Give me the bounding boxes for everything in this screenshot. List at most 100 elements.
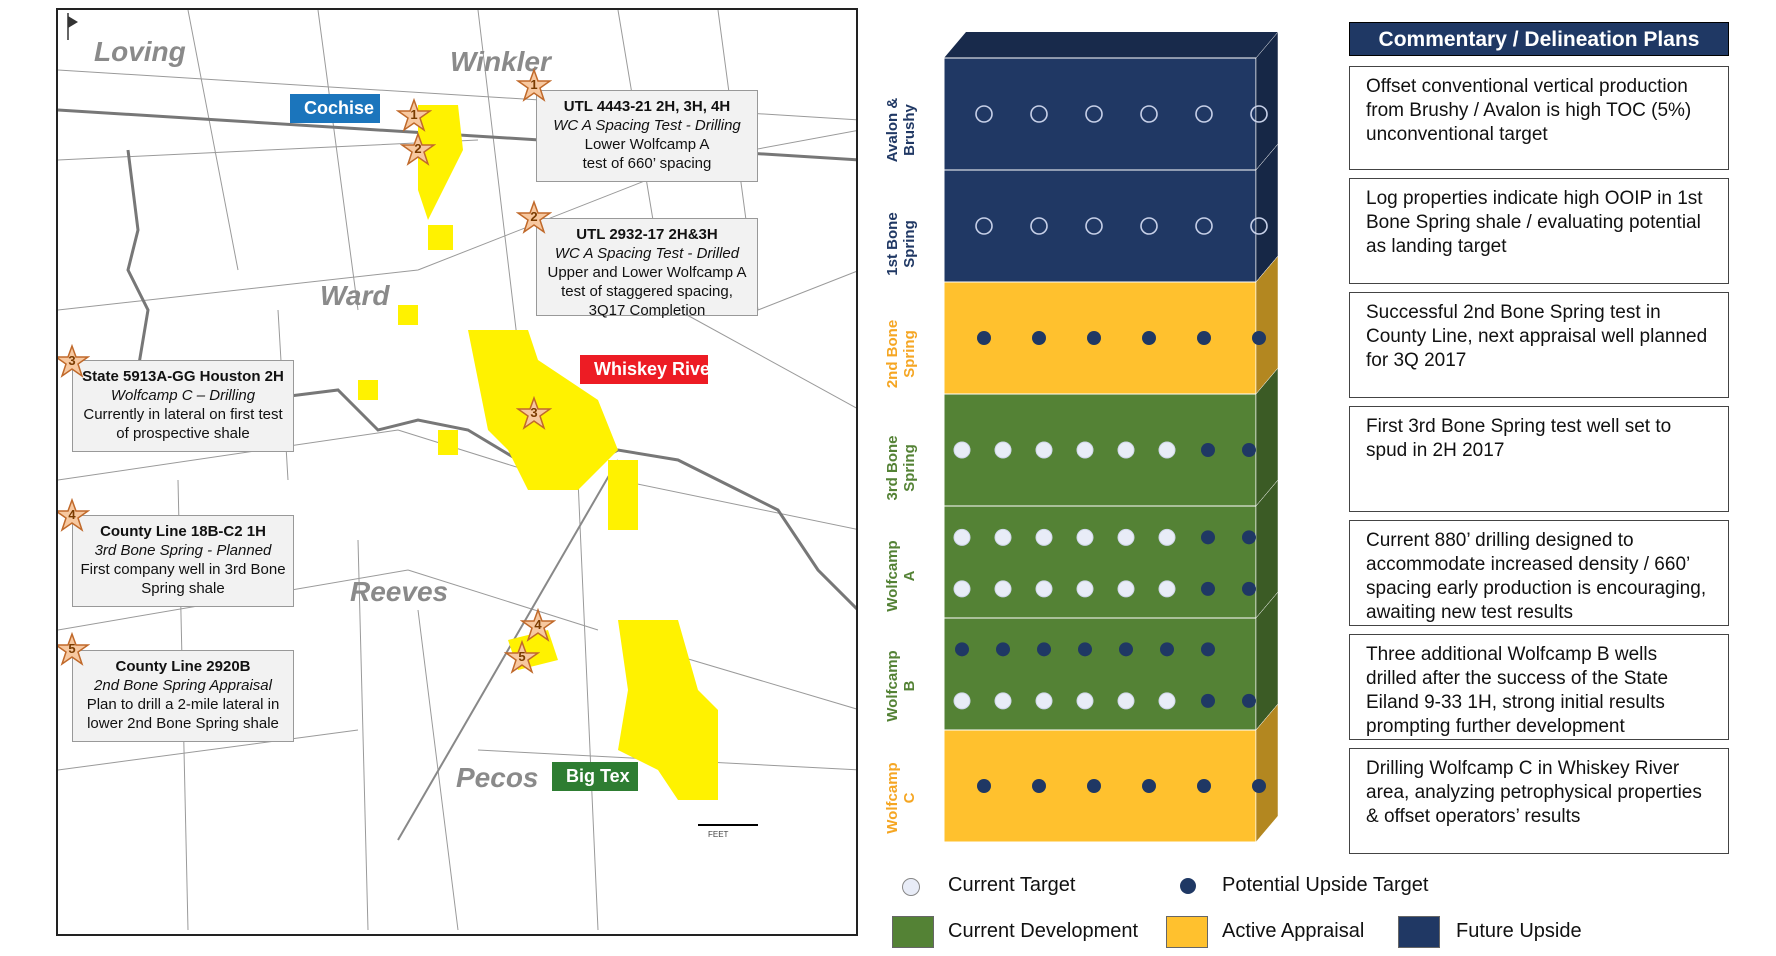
current-target-dot xyxy=(994,441,1012,459)
star-icon xyxy=(58,631,91,666)
upside-target-dot xyxy=(1201,693,1215,708)
upside-target-dot xyxy=(977,779,991,793)
upside-target-dot xyxy=(1242,530,1256,545)
zone-block-wca xyxy=(943,505,1257,619)
acreage-map: FEET Loving Winkler Ward Reeves Pecos Co… xyxy=(56,8,858,936)
stratigraphic-column xyxy=(943,31,1279,843)
star-icon xyxy=(58,343,91,378)
upside-target-dot xyxy=(955,642,969,657)
current-target-dot xyxy=(1117,441,1135,459)
legend-future-upside-swatch xyxy=(1398,916,1440,948)
current-target-dot xyxy=(1035,692,1053,710)
current-target-dot xyxy=(1250,105,1268,123)
current-target-dot xyxy=(1158,580,1176,598)
commentary-wcc: Drilling Wolfcamp C in Whiskey River are… xyxy=(1349,748,1729,854)
current-target-dot xyxy=(1117,692,1135,710)
upside-target-dot xyxy=(1087,331,1101,345)
commentary-bone1: Log properties indicate high OOIP in 1st… xyxy=(1349,178,1729,284)
current-target-dot xyxy=(1035,528,1053,546)
upside-target-dot xyxy=(996,642,1010,657)
current-target-dot xyxy=(1035,580,1053,598)
star-icon xyxy=(399,131,437,166)
upside-target-dot xyxy=(1032,331,1046,345)
county-ward: Ward xyxy=(320,280,390,311)
legend-active-appraisal: Active Appraisal xyxy=(1222,920,1365,942)
callout-county-line-2920b: County Line 2920B 2nd Bone Spring Apprai… xyxy=(72,650,294,742)
current-target-dot xyxy=(953,528,971,546)
star-icon xyxy=(395,97,433,132)
current-target-dot xyxy=(1117,528,1135,546)
upside-target-dot xyxy=(1201,530,1215,545)
upside-target-dot xyxy=(1201,581,1215,596)
area-label-big-tex: Big Tex xyxy=(552,762,638,791)
current-target-dot xyxy=(975,105,993,123)
upside-target-dot xyxy=(1142,779,1156,793)
current-target-dot xyxy=(953,580,971,598)
pecos-river xyxy=(126,149,856,611)
current-target-dot xyxy=(1117,580,1135,598)
upside-target-dot xyxy=(1242,443,1256,457)
upside-target-dot xyxy=(1252,331,1266,345)
commentary-wcb: Three additional Wolfcamp B wells drille… xyxy=(1349,634,1729,740)
star-marker-5-map: 5 xyxy=(503,639,541,676)
star-icon xyxy=(519,607,557,642)
current-target-dot xyxy=(1030,217,1048,235)
current-target-dot xyxy=(994,580,1012,598)
current-target-dot xyxy=(1076,441,1094,459)
star-icon xyxy=(515,395,553,430)
star-marker-2: 2 xyxy=(515,199,553,236)
column-top-face xyxy=(944,32,1278,58)
legend-future-upside: Future Upside xyxy=(1456,920,1582,942)
star-marker-3-map: 3 xyxy=(515,395,553,432)
upside-target-dot xyxy=(1078,642,1092,657)
star-icon xyxy=(58,497,91,532)
commentary-avalon: Offset conventional vertical production … xyxy=(1349,66,1729,170)
map-scale: FEET xyxy=(698,824,758,839)
current-target-dot xyxy=(1085,105,1103,123)
current-target-dot xyxy=(1140,217,1158,235)
current-target-dot xyxy=(1035,441,1053,459)
star-marker-1: 1 xyxy=(515,67,553,104)
star-marker-2-map: 2 xyxy=(399,131,437,168)
current-target-dot xyxy=(1085,217,1103,235)
current-target-dot xyxy=(1158,692,1176,710)
upside-target-dot xyxy=(1037,642,1051,657)
current-target-dot xyxy=(1076,528,1094,546)
legend-current-development-swatch xyxy=(892,916,934,948)
star-marker-5: 5 xyxy=(58,631,91,668)
upside-target-dot xyxy=(977,331,991,345)
current-target-dot xyxy=(1195,217,1213,235)
north-arrow-icon xyxy=(67,13,78,40)
upside-target-dot xyxy=(1160,642,1174,657)
current-target-dot xyxy=(1076,692,1094,710)
legend-active-appraisal-swatch xyxy=(1166,916,1208,948)
upside-target-dot xyxy=(1242,581,1256,596)
current-target-dot xyxy=(1030,105,1048,123)
current-target-dot xyxy=(953,441,971,459)
upside-target-dot xyxy=(1197,331,1211,345)
current-target-dot xyxy=(1195,105,1213,123)
zone-label-avalon: Avalon &Brushy xyxy=(884,97,918,163)
county-line-south xyxy=(397,459,619,841)
legend-upside-target: Potential Upside Target xyxy=(1222,874,1429,896)
commentary-bone3: First 3rd Bone Spring test well set to s… xyxy=(1349,406,1729,512)
star-marker-4-map: 4 xyxy=(519,607,557,644)
zone-block-wcb xyxy=(943,617,1257,731)
commentary-wca: Current 880’ drilling designed to accomm… xyxy=(1349,520,1729,626)
current-target-dot xyxy=(953,692,971,710)
area-label-cochise: Cochise xyxy=(290,94,380,123)
county-loving: Loving xyxy=(94,36,186,67)
commentary-header: Commentary / Delineation Plans xyxy=(1349,22,1729,56)
zone-block-bone1 xyxy=(943,169,1257,283)
zone-block-avalon xyxy=(943,57,1257,171)
star-marker-3: 3 xyxy=(58,343,91,380)
upside-target-dot xyxy=(1252,779,1266,793)
county-pecos: Pecos xyxy=(456,762,539,793)
upside-target-dot xyxy=(1119,642,1133,657)
